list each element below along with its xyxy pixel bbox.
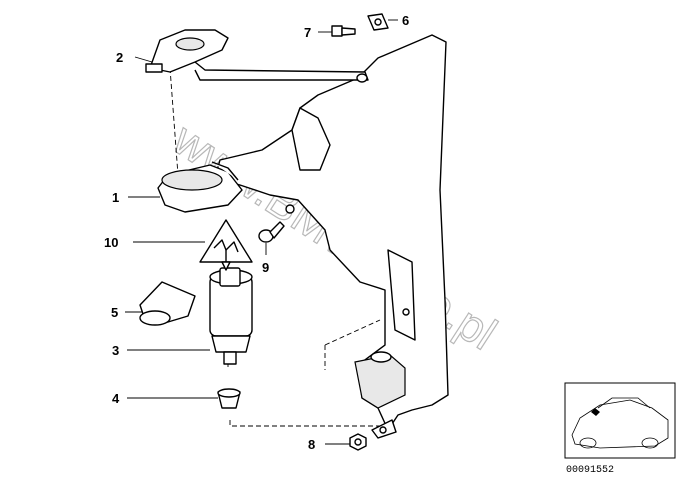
vehicle-thumbnail: 00091552 — [564, 382, 676, 476]
callout-8: 8 — [308, 437, 315, 452]
callout-9: 9 — [262, 260, 269, 275]
nut-8 — [349, 433, 367, 451]
filler-neck — [157, 161, 243, 213]
nut-clip-6 — [367, 13, 389, 31]
washer-pump — [209, 250, 253, 365]
callout-2: 2 — [116, 50, 123, 65]
grommet — [217, 388, 241, 409]
callout-4: 4 — [112, 391, 120, 406]
callout-labels: 2 1 10 5 3 4 7 6 8 9 — [104, 13, 409, 452]
bolt-9 — [258, 221, 285, 243]
callout-5: 5 — [111, 305, 118, 320]
callout-7: 7 — [304, 25, 311, 40]
leader-lines — [125, 19, 398, 445]
washer-reservoir — [214, 34, 449, 439]
callout-6: 6 — [402, 13, 409, 28]
bolt-7 — [331, 25, 356, 37]
pump-bracket — [139, 281, 196, 326]
callout-10: 10 — [104, 235, 118, 250]
reservoir-cap — [145, 29, 369, 83]
reference-number: 00091552 — [566, 465, 614, 476]
callout-3: 3 — [112, 343, 119, 358]
callout-1: 1 — [112, 190, 119, 205]
